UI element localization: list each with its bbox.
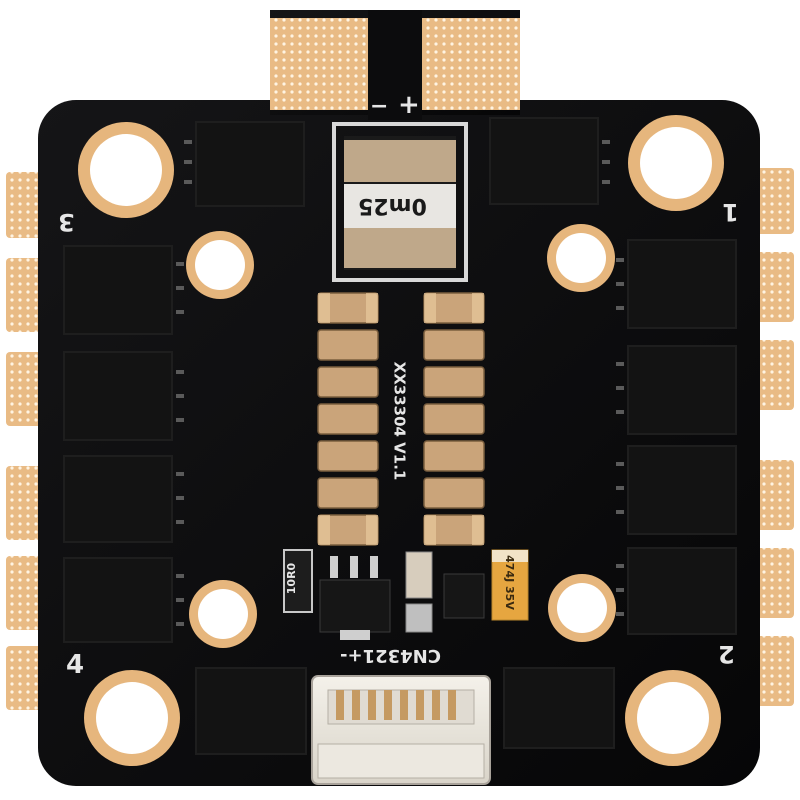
- mounting-holes: [78, 115, 724, 766]
- ceramic-capacitor: [317, 403, 379, 435]
- ceramic-capacitor: [317, 329, 379, 361]
- resistor: [283, 549, 313, 613]
- capacitor-columns: [317, 292, 485, 546]
- ceramic-capacitor: [423, 366, 485, 398]
- ceramic-capacitor: [423, 329, 485, 361]
- mosfet-chip: [63, 245, 173, 335]
- mosfet-chip: [627, 547, 737, 635]
- mosfet-chip: [63, 351, 173, 441]
- jst-connector: [311, 675, 491, 785]
- mosfet-chip: [489, 117, 599, 205]
- mosfets: [63, 117, 737, 755]
- smd-capacitor: [405, 551, 433, 599]
- mosfet-chip: [63, 557, 173, 643]
- voltage-regulator: [319, 579, 391, 633]
- mosfet-chip: [627, 345, 737, 435]
- mounting-hole-icon: [625, 670, 721, 766]
- mounting-hole-icon: [84, 670, 180, 766]
- mounting-hole-icon: [547, 224, 615, 292]
- mosfet-chip: [503, 667, 615, 749]
- ceramic-capacitor: [423, 403, 485, 435]
- mosfet-chip: [195, 667, 307, 755]
- ceramic-capacitor: [423, 477, 485, 509]
- mosfet-chip: [627, 445, 737, 535]
- mounting-hole-icon: [628, 115, 724, 211]
- ceramic-capacitor: [317, 477, 379, 509]
- mounting-hole-icon: [78, 122, 174, 218]
- shunt-resistor: [332, 122, 468, 282]
- small-components: [283, 549, 529, 640]
- ceramic-capacitor: [423, 440, 485, 472]
- mounting-hole-icon: [186, 231, 254, 299]
- mounting-hole-icon: [548, 574, 616, 642]
- mosfet-chip: [195, 121, 305, 207]
- mosfet-chip: [627, 239, 737, 329]
- ceramic-capacitor: [317, 440, 379, 472]
- ceramic-capacitor: [317, 366, 379, 398]
- mounting-hole-icon: [189, 580, 257, 648]
- mosfet-chip: [63, 455, 173, 543]
